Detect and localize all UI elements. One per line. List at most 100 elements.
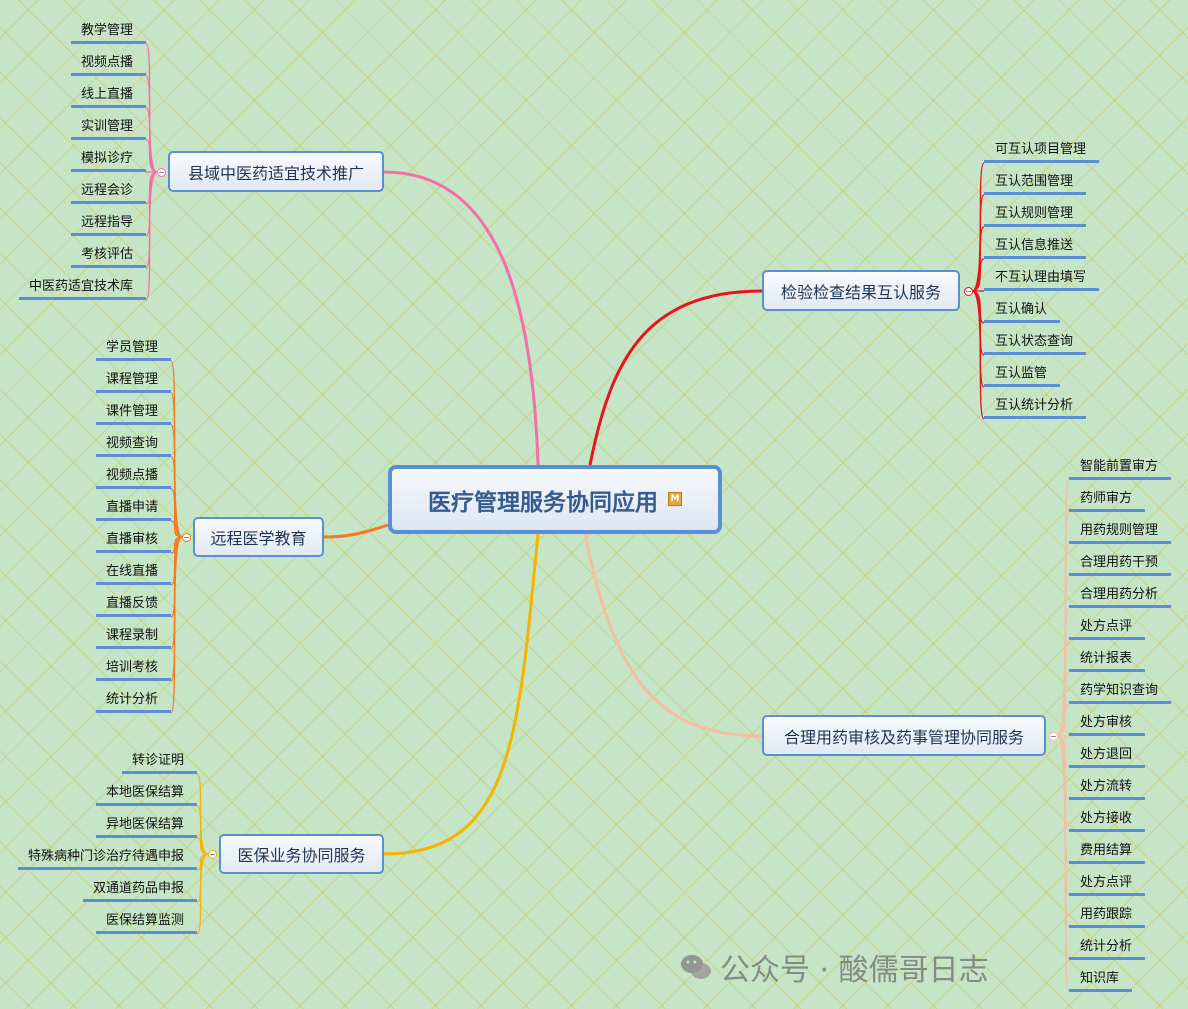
leaf-topic[interactable]: 处方退回 bbox=[1069, 745, 1146, 768]
leaf-connector bbox=[1056, 639, 1070, 737]
leaf-connector bbox=[1056, 575, 1070, 737]
branch-topic[interactable]: 远程医学教育 bbox=[193, 517, 324, 557]
leaf-topic[interactable]: 互认统计分析 bbox=[984, 396, 1087, 419]
leaf-topic[interactable]: 本地医保结算 bbox=[95, 783, 197, 806]
leaf-topic[interactable]: 互认确认 bbox=[984, 300, 1061, 323]
leaf-topic[interactable]: 统计分析 bbox=[1069, 937, 1146, 960]
leaf-connector bbox=[170, 392, 183, 538]
leaf-topic[interactable]: 培训考核 bbox=[95, 658, 171, 681]
collapse-toggle-icon[interactable] bbox=[208, 850, 217, 859]
branch-connector bbox=[383, 533, 540, 856]
branch-connector bbox=[383, 170, 540, 466]
leaf-connector bbox=[170, 456, 183, 538]
leaf-topic[interactable]: 处方流转 bbox=[1069, 777, 1146, 800]
leaf-topic[interactable]: 直播申请 bbox=[95, 498, 171, 521]
leaf-topic[interactable]: 中医药适宜技术库 bbox=[18, 277, 146, 300]
leaf-topic[interactable]: 药师审方 bbox=[1069, 489, 1146, 512]
leaf-topic[interactable]: 药学知识查询 bbox=[1069, 681, 1172, 704]
leaf-connector bbox=[145, 171, 158, 301]
leaf-connector bbox=[196, 837, 209, 855]
leaf-topic[interactable]: 视频点播 bbox=[95, 466, 171, 489]
leaf-connector bbox=[971, 290, 985, 420]
leaf-topic[interactable]: 课件管理 bbox=[95, 402, 171, 425]
leaf-connector bbox=[1056, 735, 1070, 993]
leaf-topic[interactable]: 处方点评 bbox=[1069, 873, 1146, 896]
leaf-topic[interactable]: 用药规则管理 bbox=[1069, 521, 1172, 544]
branch-connector bbox=[323, 523, 389, 539]
leaf-connector bbox=[1056, 511, 1070, 737]
branch-topic[interactable]: 县域中医药适宜技术推广 bbox=[168, 151, 384, 192]
leaf-topic[interactable]: 在线直播 bbox=[95, 562, 171, 585]
watermark: 公众号 · 酸儒哥日志 bbox=[680, 945, 989, 989]
leaf-topic[interactable]: 处方接收 bbox=[1069, 809, 1146, 832]
leaf-connector bbox=[1056, 671, 1070, 737]
leaf-connector bbox=[170, 360, 183, 538]
leaf-topic[interactable]: 直播反馈 bbox=[95, 594, 171, 617]
leaf-topic[interactable]: 互认状态查询 bbox=[984, 332, 1087, 355]
leaf-connector bbox=[1056, 703, 1070, 737]
leaf-topic[interactable]: 合理用药干预 bbox=[1069, 553, 1172, 576]
leaf-topic[interactable]: 直播审核 bbox=[95, 530, 171, 553]
leaf-topic[interactable]: 互认监管 bbox=[984, 364, 1061, 387]
leaf-topic[interactable]: 智能前置审方 bbox=[1069, 457, 1172, 480]
leaf-topic[interactable]: 统计报表 bbox=[1069, 649, 1146, 672]
leaf-topic[interactable]: 统计分析 bbox=[95, 690, 171, 713]
leaf-connector bbox=[1056, 543, 1070, 737]
leaf-connector bbox=[971, 162, 985, 292]
leaf-connector bbox=[196, 853, 209, 935]
leaf-topic[interactable]: 医保结算监测 bbox=[95, 911, 197, 934]
branch-topic[interactable]: 医保业务协同服务 bbox=[219, 834, 384, 874]
leaf-topic[interactable]: 互认规则管理 bbox=[984, 204, 1087, 227]
leaf-connector bbox=[971, 226, 985, 292]
collapse-toggle-icon[interactable] bbox=[157, 168, 166, 177]
leaf-connector bbox=[145, 139, 158, 173]
branch-connector bbox=[583, 533, 763, 738]
leaf-topic[interactable]: 视频点播 bbox=[70, 53, 146, 76]
leaf-topic[interactable]: 双通道药品申报 bbox=[82, 879, 197, 902]
leaf-connector bbox=[971, 258, 985, 292]
central-topic[interactable]: 医疗管理服务协同应用 M bbox=[388, 465, 722, 534]
leaf-topic[interactable]: 处方审核 bbox=[1069, 713, 1146, 736]
leaf-topic[interactable]: 知识库 bbox=[1069, 969, 1133, 992]
leaf-topic[interactable]: 课程录制 bbox=[95, 626, 171, 649]
leaf-connector bbox=[196, 805, 209, 855]
leaf-topic[interactable]: 学员管理 bbox=[95, 338, 171, 361]
leaf-topic[interactable]: 合理用药分析 bbox=[1069, 585, 1172, 608]
leaf-topic[interactable]: 实训管理 bbox=[70, 117, 146, 140]
branch-topic[interactable]: 合理用药审核及药事管理协同服务 bbox=[762, 715, 1046, 756]
branch-connector bbox=[588, 289, 763, 466]
leaf-topic[interactable]: 考核评估 bbox=[70, 245, 146, 268]
leaf-connector bbox=[145, 107, 158, 173]
leaf-topic[interactable]: 可互认项目管理 bbox=[984, 140, 1100, 163]
leaf-topic[interactable]: 互认信息推送 bbox=[984, 236, 1087, 259]
collapse-toggle-icon[interactable] bbox=[964, 287, 973, 296]
leaf-topic[interactable]: 教学管理 bbox=[70, 21, 146, 44]
collapse-toggle-icon[interactable] bbox=[182, 533, 191, 542]
memo-icon[interactable]: M bbox=[668, 491, 682, 506]
leaf-topic[interactable]: 互认范围管理 bbox=[984, 172, 1087, 195]
leaf-topic[interactable]: 费用结算 bbox=[1069, 841, 1146, 864]
leaf-connector bbox=[170, 488, 183, 538]
leaf-topic[interactable]: 转诊证明 bbox=[121, 751, 197, 774]
leaf-topic[interactable]: 不互认理由填写 bbox=[984, 268, 1100, 291]
leaf-topic[interactable]: 远程指导 bbox=[70, 213, 146, 236]
leaf-connector bbox=[170, 424, 183, 538]
leaf-topic[interactable]: 模拟诊疗 bbox=[70, 149, 146, 172]
leaf-topic[interactable]: 课程管理 bbox=[95, 370, 171, 393]
branch-topic[interactable]: 检验检查结果互认服务 bbox=[762, 270, 960, 311]
leaf-connector bbox=[145, 43, 158, 173]
leaf-connector bbox=[170, 520, 183, 538]
collapse-toggle-icon[interactable] bbox=[1049, 732, 1058, 741]
leaf-topic[interactable]: 远程会诊 bbox=[70, 181, 146, 204]
leaf-topic[interactable]: 处方点评 bbox=[1069, 617, 1146, 640]
leaf-topic[interactable]: 视频查询 bbox=[95, 434, 171, 457]
leaf-topic[interactable]: 用药跟踪 bbox=[1069, 905, 1146, 928]
leaf-topic[interactable]: 特殊病种门诊治疗待遇申报 bbox=[17, 847, 197, 870]
leaf-topic[interactable]: 异地医保结算 bbox=[95, 815, 197, 838]
leaf-connector bbox=[1056, 607, 1070, 737]
watermark-text: 公众号 · 酸儒哥日志 bbox=[720, 953, 989, 988]
wechat-icon bbox=[681, 955, 711, 979]
leaf-topic[interactable]: 线上直播 bbox=[70, 85, 146, 108]
leaf-connector bbox=[971, 194, 985, 292]
